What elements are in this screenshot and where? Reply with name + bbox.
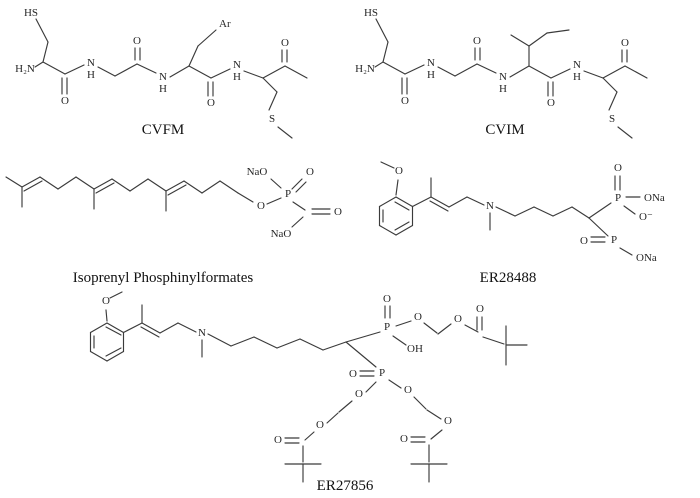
atom-n: N — [573, 59, 581, 71]
atom-o: O — [400, 433, 408, 445]
atom-oh: OH — [407, 343, 423, 355]
atom-o: O — [383, 293, 391, 305]
atom-n: N — [486, 200, 494, 212]
atom-hs: HS — [24, 7, 38, 19]
atom-n: N — [499, 71, 507, 83]
er27856-bonds — [89, 291, 528, 483]
atom-h: H — [427, 69, 435, 81]
cvim-bonds — [374, 18, 648, 139]
atom-o-minus: O⁻ — [639, 211, 653, 223]
atom-p: P — [615, 192, 621, 204]
cvfm-bonds — [34, 18, 308, 139]
atom-o: O — [401, 95, 409, 107]
atom-o: O — [547, 97, 555, 109]
atom-o: O — [316, 419, 324, 431]
structure-label-isoprenyl: Isoprenyl Phosphinylformates — [73, 270, 254, 286]
structure-label-cvim: CVIM — [485, 122, 524, 138]
atom-ar: Ar — [219, 18, 231, 30]
atom-h2n: H₂N — [355, 63, 375, 75]
structure-cvim: HS H₂N O N H O N H O N H O S CVIM — [355, 7, 648, 139]
atom-ona: ONa — [644, 192, 665, 204]
atom-h: H — [573, 71, 581, 83]
atom-o: O — [614, 162, 622, 174]
atom-hs: HS — [364, 7, 378, 19]
atom-h: H — [499, 83, 507, 95]
structure-label-er27856: ER27856 — [317, 478, 374, 494]
structure-isoprenyl: O P O NaO O NaO Isoprenyl Phosphinylform… — [5, 166, 342, 286]
atom-o: O — [395, 165, 403, 177]
atom-o: O — [414, 311, 422, 323]
atom-n: N — [198, 327, 206, 339]
structure-cvfm: HS H₂N O N H O N H Ar O N H O S CVFM — [15, 7, 308, 139]
structure-label-er28488: ER28488 — [480, 270, 537, 286]
atom-n: N — [87, 57, 95, 69]
atom-o: O — [274, 434, 282, 446]
atom-nao: NaO — [271, 228, 292, 240]
atom-o: O — [207, 97, 215, 109]
atom-o: O — [473, 35, 481, 47]
atom-p: P — [611, 234, 617, 246]
atom-o: O — [61, 95, 69, 107]
atom-o: O — [454, 313, 462, 325]
atom-o: O — [257, 200, 265, 212]
atom-n: N — [159, 71, 167, 83]
structure-er27856: O N P O OH O O O P O O O O O O O ER27856 — [89, 291, 528, 494]
atom-o: O — [444, 415, 452, 427]
atom-h: H — [87, 69, 95, 81]
atom-o: O — [580, 235, 588, 247]
atom-ona: ONa — [636, 252, 657, 264]
atom-s: S — [269, 113, 275, 125]
atom-h: H — [233, 71, 241, 83]
atom-o: O — [621, 37, 629, 49]
atom-o: O — [133, 35, 141, 47]
atom-p: P — [285, 188, 291, 200]
atom-o: O — [404, 384, 412, 396]
atom-p: P — [384, 321, 390, 333]
atom-o: O — [306, 166, 314, 178]
atom-n: N — [233, 59, 241, 71]
atom-o: O — [102, 295, 110, 307]
structure-er28488: O N P O ONa O⁻ P O ONa ER28488 — [378, 161, 665, 286]
structure-label-cvfm: CVFM — [142, 122, 185, 138]
atom-nao: NaO — [247, 166, 268, 178]
atom-o: O — [355, 388, 363, 400]
isoprenyl-bonds — [5, 176, 331, 228]
atom-h2n: H₂N — [15, 63, 35, 75]
atom-p: P — [379, 367, 385, 379]
atom-h: H — [159, 83, 167, 95]
atom-o: O — [334, 206, 342, 218]
atom-n: N — [427, 57, 435, 69]
er28488-bonds — [378, 161, 641, 256]
atom-o: O — [476, 303, 484, 315]
atom-o: O — [281, 37, 289, 49]
atom-o: O — [349, 368, 357, 380]
atom-s: S — [609, 113, 615, 125]
